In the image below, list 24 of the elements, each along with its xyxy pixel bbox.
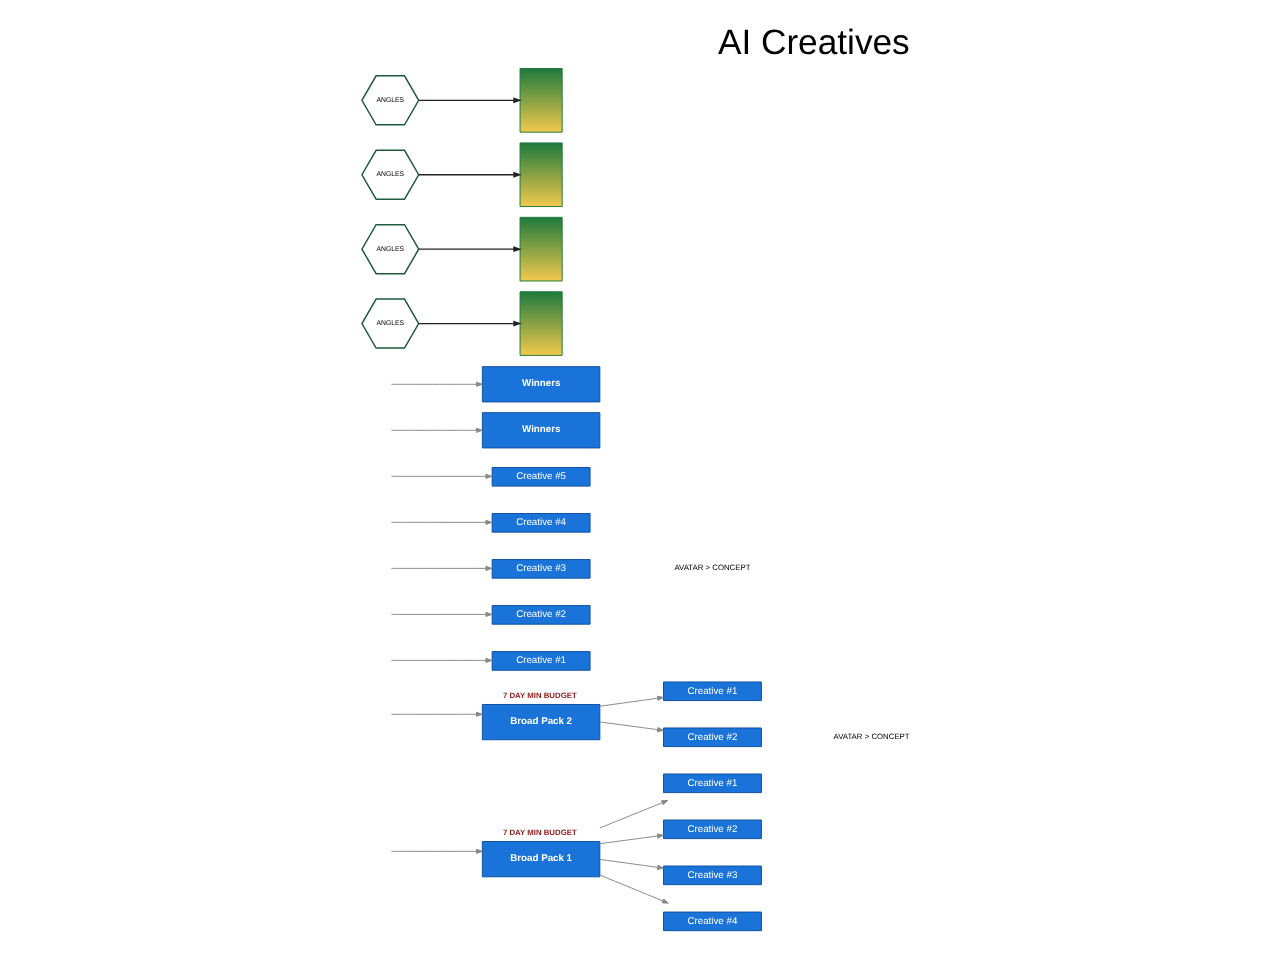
arrow: [390, 519, 493, 525]
node-picture: [519, 291, 563, 356]
node-picture: [519, 216, 563, 282]
arrow: [390, 848, 483, 854]
arrow: [390, 381, 483, 387]
arrow: [390, 657, 493, 663]
arrow: [418, 320, 522, 327]
arrow: [390, 427, 483, 433]
arrow: [418, 246, 522, 253]
arrow: [390, 565, 493, 571]
arrow: [390, 473, 493, 479]
diagram-title: AI Creatives: [717, 21, 910, 62]
arrow: [599, 858, 664, 870]
arrow: [418, 171, 522, 178]
arrow: [599, 800, 669, 829]
arrow: [599, 695, 664, 707]
arrow: [390, 711, 483, 717]
arrow: [599, 874, 669, 904]
arrow: [599, 833, 664, 845]
arrow: [418, 97, 522, 104]
arrow: [599, 721, 664, 733]
node-picture: [519, 68, 563, 133]
node-picture: [519, 142, 563, 208]
arrow: [390, 611, 493, 617]
